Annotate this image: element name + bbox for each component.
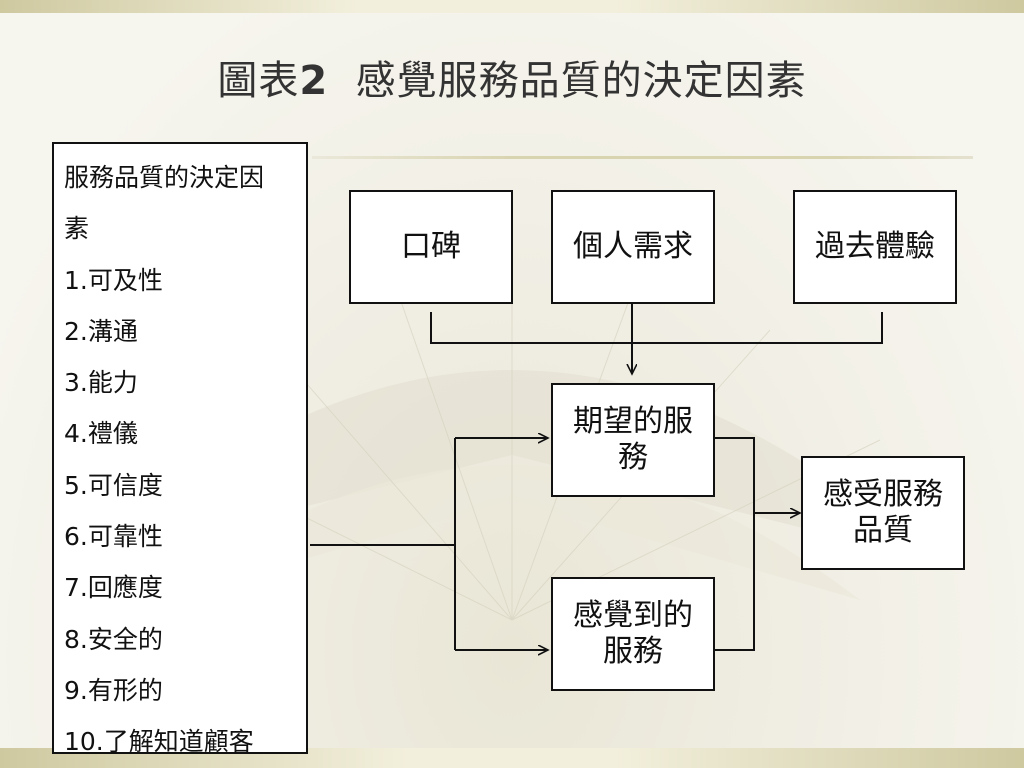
title-divider — [312, 156, 973, 159]
factor-item: 10.了解知道顧客 — [64, 727, 254, 757]
perceived-service-box: 感覺到的 服務 — [551, 577, 715, 691]
top-decor-band — [0, 0, 1024, 13]
title-number: 2 — [299, 58, 329, 104]
perceived-service-line-1: 感覺到的 — [573, 598, 693, 633]
title-prefix: 圖表 — [217, 58, 300, 104]
title-text: 感覺服務品質的決定因素 — [355, 58, 807, 104]
factor-item: 5.可信度 — [64, 470, 163, 500]
factor-item: 7.回應度 — [64, 573, 163, 603]
past-experience-box: 過去體驗 — [793, 190, 957, 304]
factors-heading-line-2: 素 — [64, 214, 90, 244]
factor-item: 9.有形的 — [64, 675, 163, 705]
past-experience-label: 過去體驗 — [815, 229, 935, 264]
perceived-quality-box: 感受服務 品質 — [801, 456, 965, 570]
expected-service-box: 期望的服 務 — [551, 383, 715, 497]
factors-heading-line-1: 服務品質的決定因 — [64, 163, 265, 192]
perceived-quality-line-1: 感受服務 — [823, 477, 943, 512]
word-of-mouth-label: 口碑 — [401, 229, 461, 264]
factor-item: 6.可靠性 — [64, 522, 163, 552]
quality-factors-box: 服務品質的決定因 素 1.可及性 2.溝通 3.能力 4.禮儀 5.可信度 6.… — [52, 142, 308, 756]
perceived-service-line-2: 服務 — [603, 634, 663, 669]
factor-item: 3.能力 — [64, 368, 138, 398]
expected-out-line — [715, 437, 755, 651]
perceived-quality-line-2: 品質 — [853, 513, 913, 548]
personal-needs-label: 個人需求 — [573, 229, 693, 264]
factor-item: 8.安全的 — [64, 624, 163, 654]
word-of-mouth-box: 口碑 — [349, 190, 513, 304]
personal-needs-box: 個人需求 — [551, 190, 715, 304]
factor-item: 1.可及性 — [64, 265, 163, 295]
top-bracket-line — [430, 312, 883, 344]
expected-service-line-1: 期望的服 — [573, 404, 693, 439]
factor-item: 2.溝通 — [64, 316, 138, 346]
factor-item: 4.禮儀 — [64, 419, 138, 449]
slide-title: 圖表2 感覺服務品質的決定因素 — [0, 48, 1024, 106]
expected-service-line-2: 務 — [618, 440, 648, 475]
